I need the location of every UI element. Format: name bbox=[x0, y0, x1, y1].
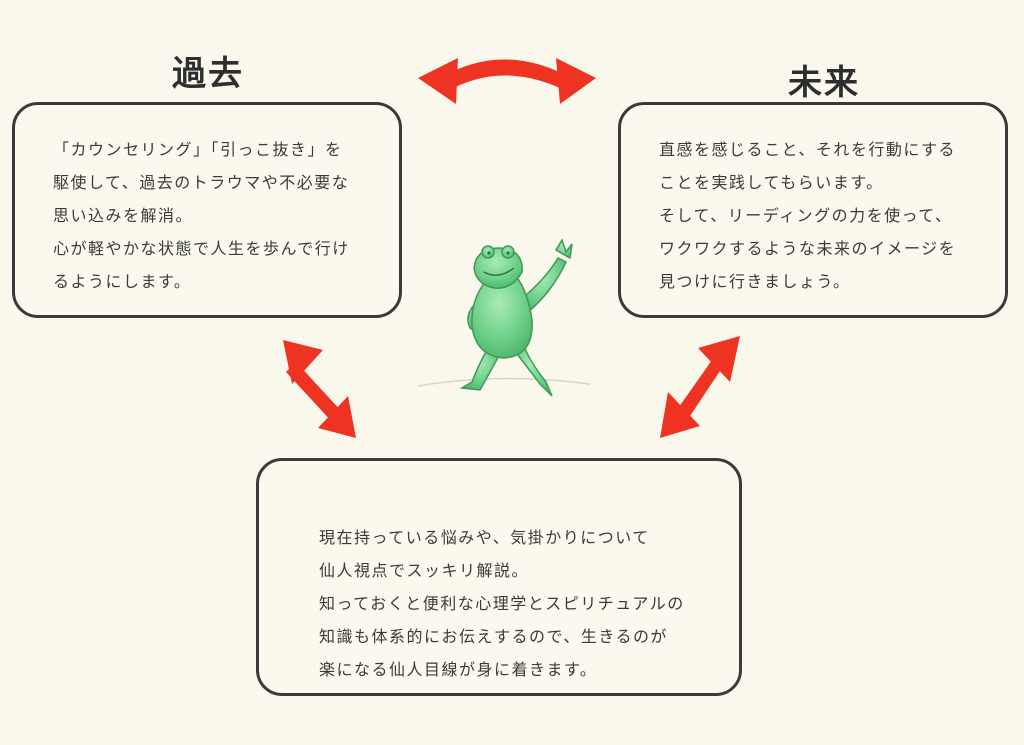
double-arrow-icon bbox=[283, 340, 356, 438]
double-arrow-icon bbox=[418, 58, 596, 104]
present-line: 知っておくと便利な心理学とスピリチュアルの bbox=[319, 594, 685, 613]
present-line: 現在持っている悩みや、気掛かりについて bbox=[319, 528, 650, 547]
future-line: ワクワクするような未来のイメージを bbox=[659, 239, 957, 258]
future-box: 直感を感じること、それを行動にする ことを実践してもらいます。 そして、リーディ… bbox=[618, 102, 1008, 318]
future-line: 見つけに行きましょう。 bbox=[659, 272, 851, 291]
ground-line bbox=[417, 377, 591, 387]
past-box: 「カウンセリング」「引っこ抜き」を 駆使して、過去のトラウマや不必要な 思い込み… bbox=[12, 102, 402, 318]
past-title: 過去 bbox=[172, 54, 244, 94]
future-title: 未来 bbox=[788, 63, 860, 103]
frog-face bbox=[487, 251, 510, 255]
present-line: 仙人視点でスッキリ解説。 bbox=[319, 561, 530, 580]
past-line: 「カウンセリング」「引っこ抜き」を bbox=[53, 140, 343, 159]
past-line: るようにします。 bbox=[53, 272, 192, 291]
frog-icon bbox=[459, 238, 573, 397]
future-line: ことを実践してもらいます。 bbox=[659, 173, 884, 192]
double-arrow-icon bbox=[660, 336, 740, 438]
present-line: 楽になる仙人目線が身に着きます。 bbox=[319, 660, 598, 679]
future-line: 直感を感じること、それを行動にする bbox=[659, 140, 957, 159]
past-line: 心が軽やかな状態で人生を歩んで行け bbox=[53, 239, 350, 258]
past-line: 思い込みを解消。 bbox=[53, 206, 194, 225]
past-line: 駆使して、過去のトラウマや不必要な bbox=[53, 173, 350, 192]
frog-mouth bbox=[483, 267, 515, 276]
present-box: 現在持っている悩みや、気掛かりについて 仙人視点でスッキリ解説。 知っておくと便… bbox=[256, 458, 742, 696]
present-line: 知識も体系的にお伝えするので、生きるのが bbox=[319, 627, 669, 646]
future-line: そして、リーディングの力を使って、 bbox=[659, 206, 953, 225]
